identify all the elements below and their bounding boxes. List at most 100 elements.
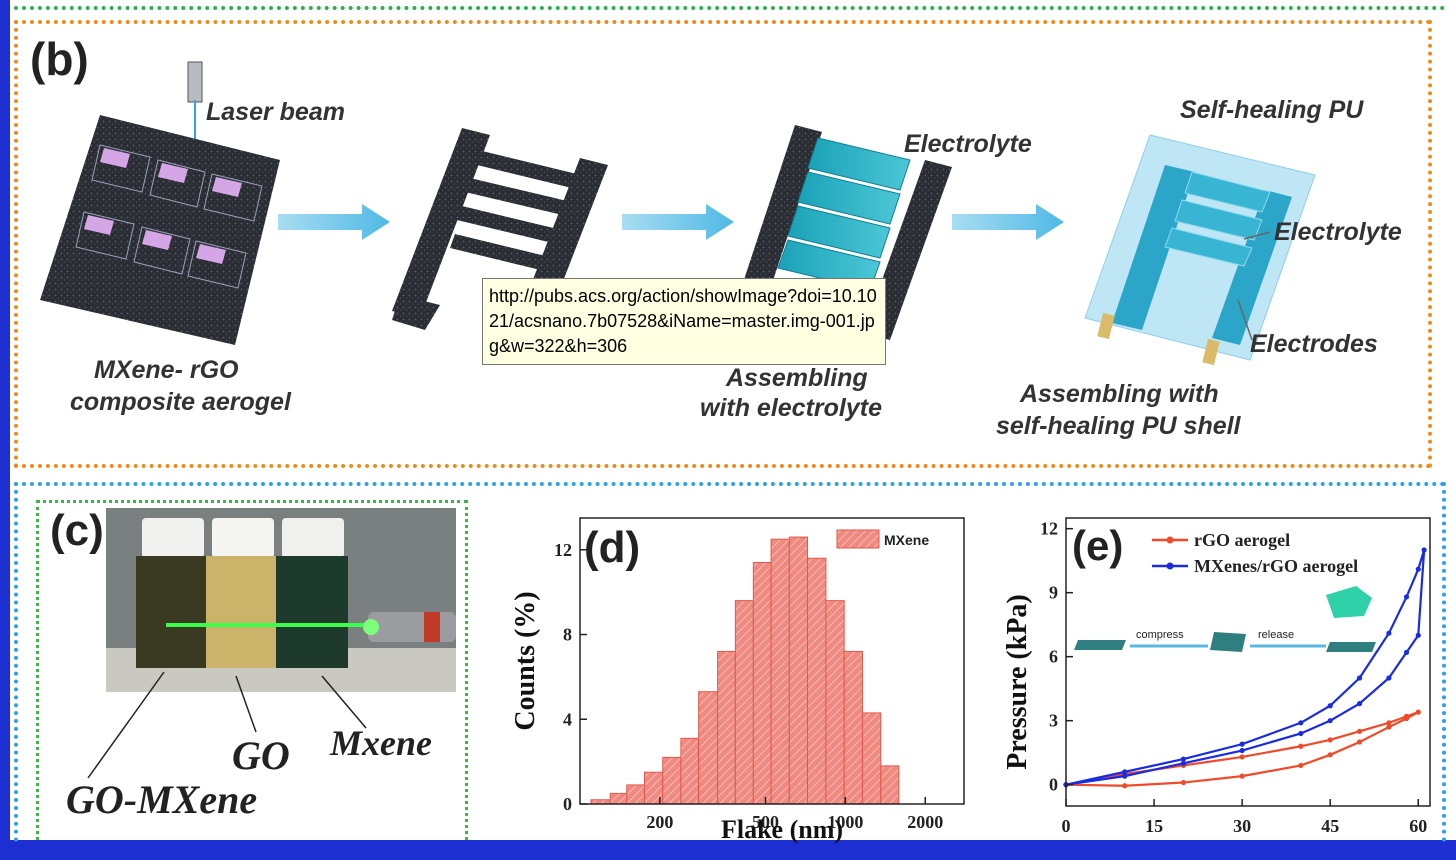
go-label: GO [232,733,290,778]
series-line [1065,549,1426,786]
inset-compress-label: compress [1136,629,1184,641]
series-point [1122,769,1128,775]
series-point [1327,718,1333,724]
caption-aerogel-line1: MXene- rGO [94,356,239,384]
panel-cde-border [14,482,1446,842]
y-tick-label: 9 [1049,583,1058,603]
y-axis-label: Pressure (kPa) [1002,594,1033,770]
series-point [1356,675,1363,681]
y-tick-label: 3 [1049,711,1058,731]
panel-c-label: (c) [50,506,104,555]
histogram-bar [770,538,790,805]
caption-aerogel-line2: composite aerogel [70,388,291,416]
x-tick-label: 200 [646,812,673,832]
legend-marker [1166,562,1174,570]
histogram-bar [717,650,736,805]
x-tick-label: 15 [1145,816,1163,836]
laser-pointer [363,612,456,642]
histogram-bar [825,600,845,805]
x-tick-label: 500 [752,812,779,832]
inset-sample-compressed [1210,632,1246,652]
y-tick-label: 8 [563,625,572,645]
histogram-bar [626,784,645,805]
y-axis-label: Counts (%) [510,591,541,730]
series-point [1386,675,1392,681]
mxene-label: Mxene [330,723,432,763]
histogram-bar [698,691,719,805]
y-tick-label: 0 [563,794,572,814]
series-point [1356,701,1363,707]
encapsulated-device [1084,134,1316,366]
series-point [1122,773,1128,779]
inset-sample-after [1326,642,1376,652]
y-tick-label: 12 [554,540,572,560]
process-arrow-1 [278,204,390,240]
process-arrow-3 [952,204,1064,240]
histogram-bar [734,600,754,805]
series-point [1180,779,1187,786]
caption-pu-line1: Assembling with [1020,380,1219,408]
electrolyte-label-right: Electrolyte [1274,218,1402,246]
legend-marker [1166,536,1174,544]
y-tick-label: 12 [1040,519,1058,539]
caption-electrolyte-line1: Assembling [726,364,868,392]
electrodes-label: Electrodes [1250,330,1378,358]
series-point [1415,566,1421,572]
vial-go-mxene [136,518,208,668]
y-tick-label: 0 [1049,775,1058,795]
vial-go [206,518,278,668]
electrolyte-label-top: Electrolyte [904,130,1032,158]
panel-c-border [36,500,468,840]
series-point [1421,547,1427,553]
x-tick-label: 30 [1233,816,1251,836]
series-point [1356,728,1363,734]
y-tick-label: 6 [1049,647,1058,667]
plot-frame [579,517,965,805]
laser-head [187,61,203,103]
x-tick-label: 60 [1409,816,1427,836]
series-point [1386,630,1392,636]
series-point [1239,754,1245,760]
y-tick-label: 4 [563,709,572,729]
histogram-bar [843,650,863,805]
legend-label: MXene [884,532,929,548]
series-point [1415,632,1421,638]
histogram-bar [880,765,900,805]
series-point [1327,752,1333,758]
panel-b-border [14,20,1432,468]
legend-swatch [836,529,880,549]
histogram-bar [662,756,682,805]
histogram-bar [680,737,700,805]
series-point [1386,720,1392,726]
histogram-bar [609,792,628,805]
legend-label: rGO aerogel [1194,530,1290,550]
series-point [1180,756,1187,762]
laser-beam-label: Laser beam [206,98,345,126]
histogram-bar [806,557,827,805]
x-axis-label: Flake (nm) [721,815,843,844]
series-point [1403,715,1410,722]
vial-mxene [276,518,348,668]
series-point [1327,737,1333,743]
legend-label: MXenes/rGO aerogel [1194,556,1358,576]
self-healing-pu-label: Self-healing PU [1180,96,1364,124]
vial-pointer-lines [87,671,367,779]
histogram-bar [788,536,808,805]
x-tick-label: 45 [1321,816,1339,836]
series-point [1239,747,1245,754]
panel-a-border [14,0,1446,10]
histogram-bar [861,712,882,805]
process-arrow-2 [622,204,734,240]
panel-e-label: (e) [1072,522,1123,569]
series-point [1122,783,1128,789]
panel-b-label: (b) [30,33,89,85]
series-point [1298,762,1304,769]
series-point [1356,739,1363,745]
series-point [1298,720,1304,726]
x-tick-label: 1000 [827,812,863,832]
url-tooltip: http://pubs.acs.org/action/showImage?doi… [482,278,886,365]
panel-d-label: (d) [584,523,640,572]
series-point [1298,743,1304,749]
